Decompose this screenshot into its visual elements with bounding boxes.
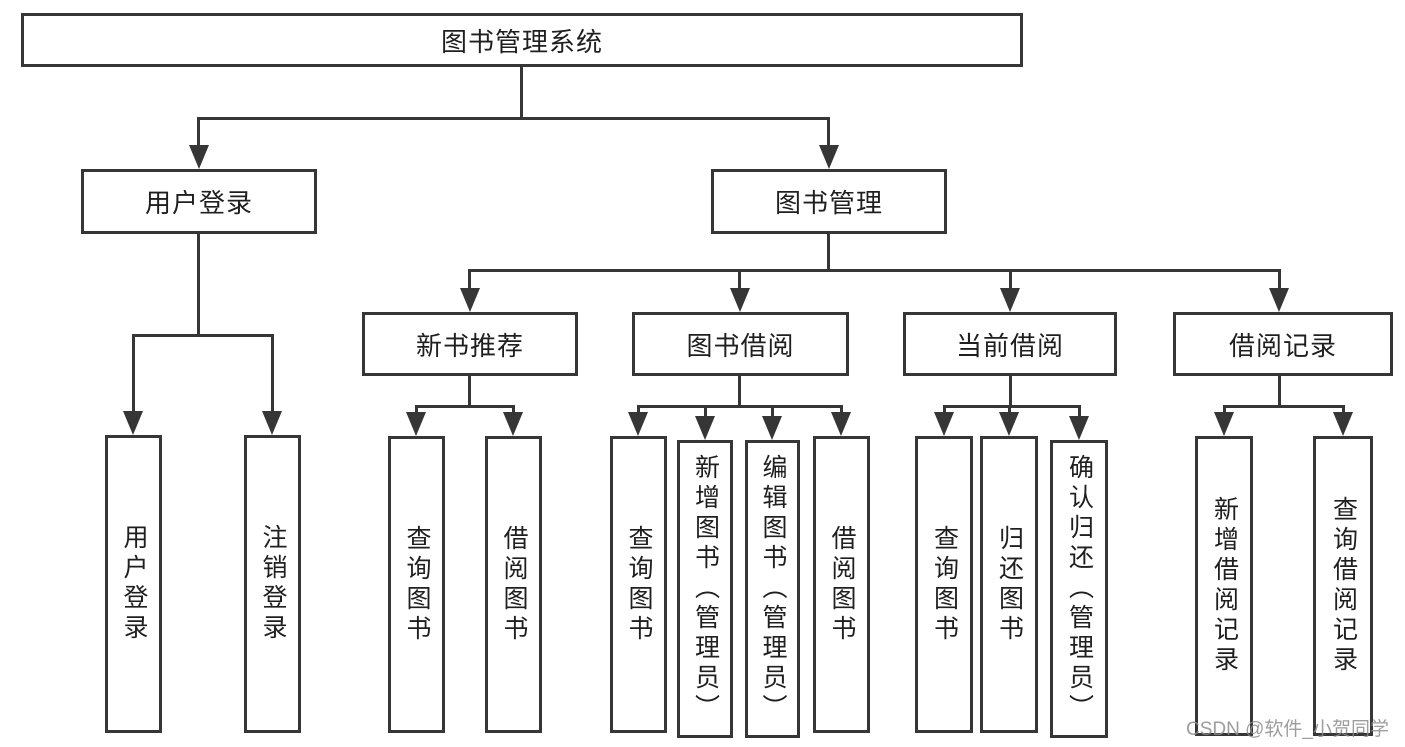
connector-line bbox=[132, 334, 135, 416]
leaf-add-borrow-record: 新增借阅记录 bbox=[1195, 436, 1253, 736]
node-root: 图书管理系统 bbox=[21, 13, 1023, 67]
connector-line bbox=[415, 405, 515, 408]
connector-line bbox=[197, 117, 200, 149]
leaf-user-login: 用户登录 bbox=[105, 435, 162, 733]
connector-line bbox=[1009, 376, 1012, 407]
arrow-down-icon bbox=[1214, 412, 1234, 436]
connector-line bbox=[1009, 269, 1012, 293]
connector-line bbox=[132, 334, 274, 337]
arrow-down-icon bbox=[406, 412, 426, 436]
leaf-recommend-query-books: 查询图书 bbox=[388, 436, 445, 733]
connector-line bbox=[512, 405, 515, 415]
leaf-add-books-admin: 新增图书（管理员） bbox=[677, 440, 733, 738]
connector-line bbox=[840, 405, 843, 415]
arrow-down-icon bbox=[262, 411, 282, 435]
connector-line bbox=[1008, 405, 1011, 415]
connector-line bbox=[468, 269, 471, 293]
leaf-current-query-books: 查询图书 bbox=[915, 436, 973, 733]
node-book-borrowing: 图书借阅 bbox=[632, 312, 849, 376]
connector-line bbox=[738, 376, 741, 407]
connector-line bbox=[704, 405, 707, 417]
connector-line bbox=[197, 117, 830, 120]
leaf-logout: 注销登录 bbox=[244, 435, 301, 733]
arrow-down-icon bbox=[1000, 288, 1020, 312]
connector-line bbox=[415, 405, 418, 415]
connector-line bbox=[271, 334, 274, 416]
arrow-down-icon bbox=[695, 416, 715, 440]
connector-line bbox=[1223, 405, 1345, 408]
connector-line bbox=[738, 269, 741, 293]
node-current-borrowing: 当前借阅 bbox=[903, 312, 1117, 376]
leaf-borrowing-query-books: 查询图书 bbox=[610, 436, 667, 733]
leaf-recommend-borrow-books: 借阅图书 bbox=[485, 436, 542, 733]
arrow-down-icon bbox=[1333, 412, 1353, 436]
csdn-watermark: CSDN @软件_小贺同学 bbox=[1186, 719, 1389, 740]
arrow-down-icon bbox=[123, 411, 143, 435]
connector-line bbox=[637, 405, 843, 408]
arrow-down-icon bbox=[831, 412, 851, 436]
connector-line bbox=[1078, 405, 1081, 417]
node-book-management: 图书管理 bbox=[711, 169, 947, 234]
node-user-login: 用户登录 bbox=[81, 169, 317, 234]
leaf-borrowing-borrow-books: 借阅图书 bbox=[813, 436, 870, 733]
connector-line bbox=[1223, 405, 1226, 415]
connector-line bbox=[827, 234, 830, 272]
leaf-query-borrow-record: 查询借阅记录 bbox=[1313, 436, 1373, 736]
node-borrowing-records: 借阅记录 bbox=[1173, 312, 1393, 376]
connector-line bbox=[520, 67, 523, 118]
connector-line bbox=[943, 405, 1081, 408]
connector-line bbox=[637, 405, 640, 415]
arrow-down-icon bbox=[503, 412, 523, 436]
connector-line bbox=[197, 234, 200, 337]
connector-line bbox=[827, 117, 830, 149]
arrow-down-icon bbox=[460, 288, 480, 312]
connector-line bbox=[943, 405, 946, 415]
arrow-down-icon bbox=[762, 416, 782, 440]
connector-line bbox=[771, 405, 774, 417]
connector-line bbox=[1278, 376, 1281, 407]
arrow-down-icon bbox=[730, 288, 750, 312]
leaf-return-books: 归还图书 bbox=[980, 436, 1038, 733]
arrow-down-icon bbox=[628, 412, 648, 436]
arrow-down-icon bbox=[934, 412, 954, 436]
node-new-book-recommend: 新书推荐 bbox=[362, 312, 578, 376]
connector-line bbox=[1278, 269, 1281, 293]
connector-line bbox=[1342, 405, 1345, 415]
arrow-down-icon bbox=[1269, 288, 1289, 312]
leaf-edit-books-admin: 编辑图书（管理员） bbox=[745, 440, 800, 738]
arrow-down-icon bbox=[819, 145, 839, 169]
connector-line bbox=[469, 269, 1280, 272]
connector-line bbox=[468, 376, 471, 407]
arrow-down-icon bbox=[1069, 416, 1089, 440]
leaf-confirm-return-admin: 确认归还（管理员） bbox=[1050, 440, 1108, 738]
arrow-down-icon bbox=[189, 145, 209, 169]
arrow-down-icon bbox=[999, 412, 1019, 436]
